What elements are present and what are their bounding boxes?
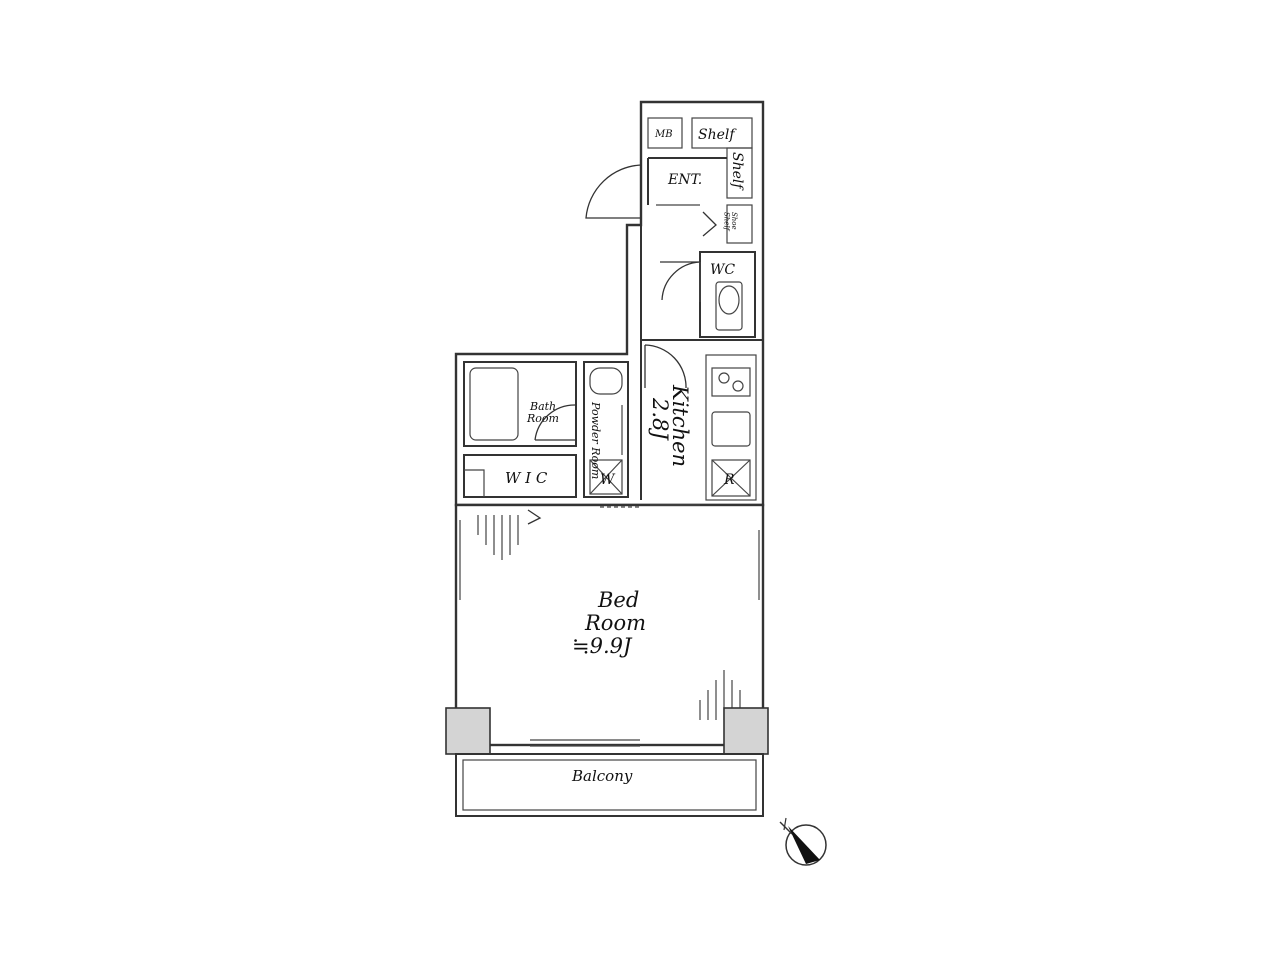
bathtub-icon bbox=[469, 367, 519, 441]
powder-room-label: Powder Room bbox=[589, 401, 602, 479]
bath-door bbox=[534, 404, 576, 441]
mb-label: MB bbox=[654, 129, 673, 140]
wc-label: WC bbox=[710, 262, 735, 278]
wc-door bbox=[660, 261, 701, 301]
wic-door bbox=[527, 509, 542, 525]
column-right bbox=[723, 707, 769, 755]
kitchen-area bbox=[640, 339, 763, 501]
basin-icon bbox=[589, 367, 623, 395]
bedroom-area bbox=[445, 504, 769, 755]
shelf-side bbox=[726, 147, 753, 199]
bath-room-label-line2: Room bbox=[526, 412, 559, 425]
balcony-area bbox=[455, 753, 764, 817]
kitchen-label: Kitchen bbox=[668, 384, 692, 467]
powder-area bbox=[583, 361, 629, 498]
washer-space bbox=[589, 459, 623, 495]
north-arrow-icon bbox=[779, 817, 827, 866]
kitchen-door bbox=[644, 344, 687, 389]
bath-room-label-line1: Bath bbox=[529, 400, 556, 413]
mb-closet bbox=[647, 117, 683, 149]
entrance-label: ENT. bbox=[667, 172, 702, 188]
kitchen-size-label: 2.8J bbox=[648, 397, 672, 441]
bed-room-size-label: ≒9.9J bbox=[572, 634, 633, 658]
shelf-top-label: Shelf bbox=[698, 127, 737, 143]
column-left bbox=[445, 707, 491, 755]
entrance-area bbox=[585, 117, 753, 244]
balcony-label: Balcony bbox=[571, 767, 633, 785]
toilet-icon bbox=[718, 285, 740, 315]
bed-room-label-line2: Room bbox=[584, 611, 646, 635]
bed-room-label-line1: Bed bbox=[597, 588, 639, 612]
wic-area bbox=[463, 454, 577, 498]
sink-icon bbox=[711, 411, 751, 447]
wic-label: W I C bbox=[505, 469, 548, 487]
shoe-shelf-label: ShoeShelf bbox=[722, 212, 738, 232]
shelf-side-label: Shelf bbox=[729, 152, 745, 191]
bath-area bbox=[463, 361, 577, 447]
washer-label: W bbox=[600, 472, 616, 488]
wc-area bbox=[660, 251, 756, 338]
shelf-top bbox=[691, 117, 753, 149]
fridge-space bbox=[711, 459, 751, 497]
outer-walls bbox=[454, 100, 765, 747]
fridge-label: R bbox=[723, 472, 735, 488]
stove-icon bbox=[711, 367, 751, 397]
shoe-shelf bbox=[726, 204, 753, 244]
